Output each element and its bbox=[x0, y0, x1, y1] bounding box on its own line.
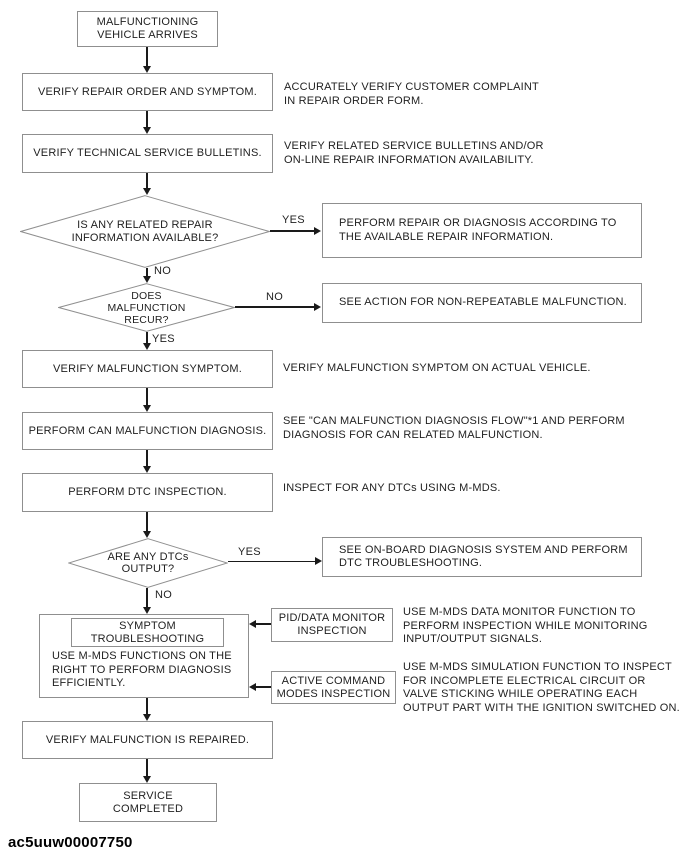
decision-dtcs-diamond bbox=[68, 538, 228, 588]
arrowhead-down-icon bbox=[143, 276, 152, 283]
symptom-troubleshooting-title: SYMPTOM TROUBLESHOOTING bbox=[71, 618, 224, 647]
action-pid-data-monitor: PID/DATA MONITOR INSPECTION bbox=[271, 608, 393, 642]
action-active-command: ACTIVE COMMAND MODES INSPECTION bbox=[271, 671, 396, 704]
arrowhead-down-icon bbox=[143, 607, 152, 614]
connector-repaired-to-end bbox=[146, 759, 148, 777]
flow-step-end: SERVICE COMPLETED bbox=[79, 783, 217, 822]
note-can: SEE "CAN MALFUNCTION DIAGNOSIS FLOW"*1 A… bbox=[283, 415, 625, 441]
note-repair-order: ACCURATELY VERIFY CUSTOMER COMPLAINT IN … bbox=[284, 81, 539, 107]
connector-decision1-yes bbox=[270, 230, 314, 232]
note-bulletins: VERIFY RELATED SERVICE BULLETINS AND/OR … bbox=[284, 140, 544, 166]
decision-repair-info-diamond bbox=[20, 195, 270, 268]
action-repair-info: PERFORM REPAIR OR DIAGNOSIS ACCORDING TO… bbox=[322, 203, 642, 258]
connector-start-to-verify bbox=[146, 47, 148, 67]
connector-troubleshooting-to-repaired bbox=[146, 698, 148, 715]
connector-decision3-to-troubleshooting bbox=[146, 588, 148, 608]
branch-label-no: NO bbox=[155, 589, 173, 601]
decision-dtcs-label: ARE ANY DTCs OUTPUT? bbox=[107, 550, 189, 576]
arrowhead-left-icon bbox=[249, 620, 256, 628]
arrowhead-right-icon bbox=[314, 227, 321, 235]
symptom-troubleshooting-body: USE M-MDS FUNCTIONS ON THE RIGHT TO PERF… bbox=[52, 650, 232, 689]
flow-step-verify-repaired: VERIFY MALFUNCTION IS REPAIRED. bbox=[22, 721, 273, 759]
connector-decision3-yes bbox=[228, 560, 315, 563]
flow-step-verify-bulletins: VERIFY TECHNICAL SERVICE BULLETINS. bbox=[22, 134, 273, 173]
connector-symptom-to-can bbox=[146, 388, 148, 406]
branch-label-yes: YES bbox=[282, 214, 305, 226]
arrowhead-down-icon bbox=[143, 343, 152, 350]
flow-step-can-diagnosis: PERFORM CAN MALFUNCTION DIAGNOSIS. bbox=[22, 412, 273, 450]
connector-pid-to-troubleshooting bbox=[256, 623, 271, 625]
connector-bulletins-to-decision1 bbox=[146, 173, 148, 189]
connector-decision2-to-symptom bbox=[146, 332, 148, 344]
note-pid: USE M-MDS DATA MONITOR FUNCTION TO PERFO… bbox=[403, 606, 648, 645]
flow-step-start: MALFUNCTIONING VEHICLE ARRIVES bbox=[77, 11, 218, 47]
decision-recur-label: DOES MALFUNCTION RECUR? bbox=[107, 289, 186, 326]
connector-dtc-to-decision3 bbox=[146, 512, 148, 532]
connector-can-to-dtc bbox=[146, 450, 148, 467]
branch-label-no: NO bbox=[154, 265, 172, 277]
arrowhead-down-icon bbox=[143, 188, 152, 195]
flow-step-verify-repair-order: VERIFY REPAIR ORDER AND SYMPTOM. bbox=[22, 73, 273, 111]
arrowhead-down-icon bbox=[143, 531, 152, 538]
arrowhead-down-icon bbox=[143, 66, 152, 73]
branch-label-yes: YES bbox=[152, 333, 175, 345]
decision-recur-diamond bbox=[58, 283, 235, 332]
action-onboard-diagnosis: SEE ON-BOARD DIAGNOSIS SYSTEM AND PERFOR… bbox=[322, 537, 642, 577]
arrowhead-down-icon bbox=[143, 405, 152, 412]
note-dtc: INSPECT FOR ANY DTCs USING M-MDS. bbox=[283, 482, 501, 494]
arrowhead-right-icon bbox=[314, 303, 321, 311]
decision-repair-info-label: IS ANY RELATED REPAIR INFORMATION AVAILA… bbox=[71, 219, 219, 244]
note-active: USE M-MDS SIMULATION FUNCTION TO INSPECT… bbox=[403, 661, 680, 714]
connector-verify-to-bulletins bbox=[146, 111, 148, 128]
arrowhead-down-icon bbox=[143, 714, 152, 721]
flow-step-dtc-inspection: PERFORM DTC INSPECTION. bbox=[22, 473, 273, 512]
connector-decision1-to-decision2 bbox=[146, 268, 148, 277]
branch-label-no: NO bbox=[266, 291, 284, 303]
arrowhead-down-icon bbox=[143, 466, 152, 473]
action-non-repeatable: SEE ACTION FOR NON-REPEATABLE MALFUNCTIO… bbox=[322, 283, 642, 323]
figure-code: ac5uuw00007750 bbox=[8, 834, 133, 851]
branch-label-yes: YES bbox=[238, 546, 261, 558]
note-symptom: VERIFY MALFUNCTION SYMPTOM ON ACTUAL VEH… bbox=[283, 362, 591, 374]
flow-step-verify-symptom: VERIFY MALFUNCTION SYMPTOM. bbox=[22, 350, 273, 388]
arrowhead-left-icon bbox=[249, 683, 256, 691]
connector-decision2-no bbox=[235, 306, 314, 308]
connector-active-to-troubleshooting bbox=[256, 686, 271, 688]
arrowhead-down-icon bbox=[143, 127, 152, 134]
arrowhead-down-icon bbox=[143, 776, 152, 783]
arrowhead-right-icon bbox=[315, 557, 322, 565]
